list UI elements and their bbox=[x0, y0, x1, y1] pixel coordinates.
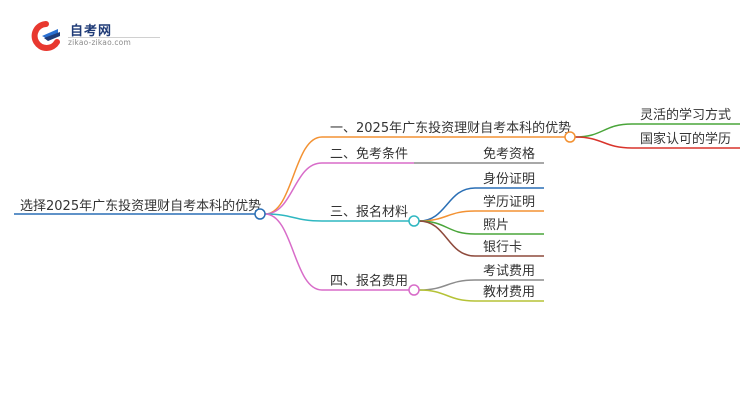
branch-label-2: 二、免考条件 bbox=[330, 146, 408, 162]
leaf-label-4-2: 教材费用 bbox=[483, 284, 535, 300]
mindmap-nodes bbox=[254, 131, 576, 296]
logo-divider bbox=[68, 37, 160, 38]
logo-title: 自考网 bbox=[70, 24, 113, 39]
leaf-edge-4-1 bbox=[418, 279, 476, 291]
leaf-edge-1-2 bbox=[574, 136, 633, 149]
leaf-label-2-1: 免考资格 bbox=[483, 146, 535, 162]
branch-label-1: 一、2025年广东投资理财自考本科的优势 bbox=[330, 120, 571, 136]
leaf-edge-1-1 bbox=[574, 123, 633, 138]
branch-label-4: 四、报名费用 bbox=[330, 273, 408, 289]
logo-subtitle: zikao-zikao.com bbox=[68, 38, 131, 47]
leaf-edge-4-2 bbox=[418, 289, 476, 302]
root-node-label: 选择2025年广东投资理财自考本科的优势 bbox=[20, 198, 261, 214]
leaf-label-3-4: 银行卡 bbox=[483, 240, 522, 255]
leaf-label-3-2: 学历证明 bbox=[483, 194, 535, 210]
leaf-label-4-1: 考试费用 bbox=[483, 264, 535, 279]
branch-node-3[interactable] bbox=[408, 215, 420, 227]
branch-edge-3 bbox=[264, 213, 323, 222]
site-logo[interactable]: 自考网 zikao-zikao.com bbox=[30, 18, 160, 54]
branch-edge-1 bbox=[264, 136, 323, 215]
mindmap-labels: 选择2025年广东投资理财自考本科的优势 一、2025年广东投资理财自考本科的优势… bbox=[20, 107, 731, 300]
branch-node-1[interactable] bbox=[564, 131, 576, 143]
root-node[interactable] bbox=[254, 208, 266, 220]
branch-edge-2 bbox=[264, 162, 323, 215]
branch-edge-4 bbox=[264, 213, 323, 291]
branch-label-3: 三、报名材料 bbox=[330, 204, 408, 220]
mindmap-edges bbox=[264, 123, 633, 302]
leaf-edge-3-4 bbox=[418, 220, 476, 257]
branch-node-4[interactable] bbox=[408, 284, 420, 296]
leaf-label-1-2: 国家认可的学历 bbox=[640, 131, 731, 147]
leaf-label-3-1: 身份证明 bbox=[483, 171, 535, 187]
leaf-label-1-1: 灵活的学习方式 bbox=[640, 107, 731, 123]
leaf-label-3-3: 照片 bbox=[483, 218, 509, 233]
mindmap-underlines bbox=[14, 123, 740, 302]
logo-mark-icon bbox=[31, 21, 60, 51]
